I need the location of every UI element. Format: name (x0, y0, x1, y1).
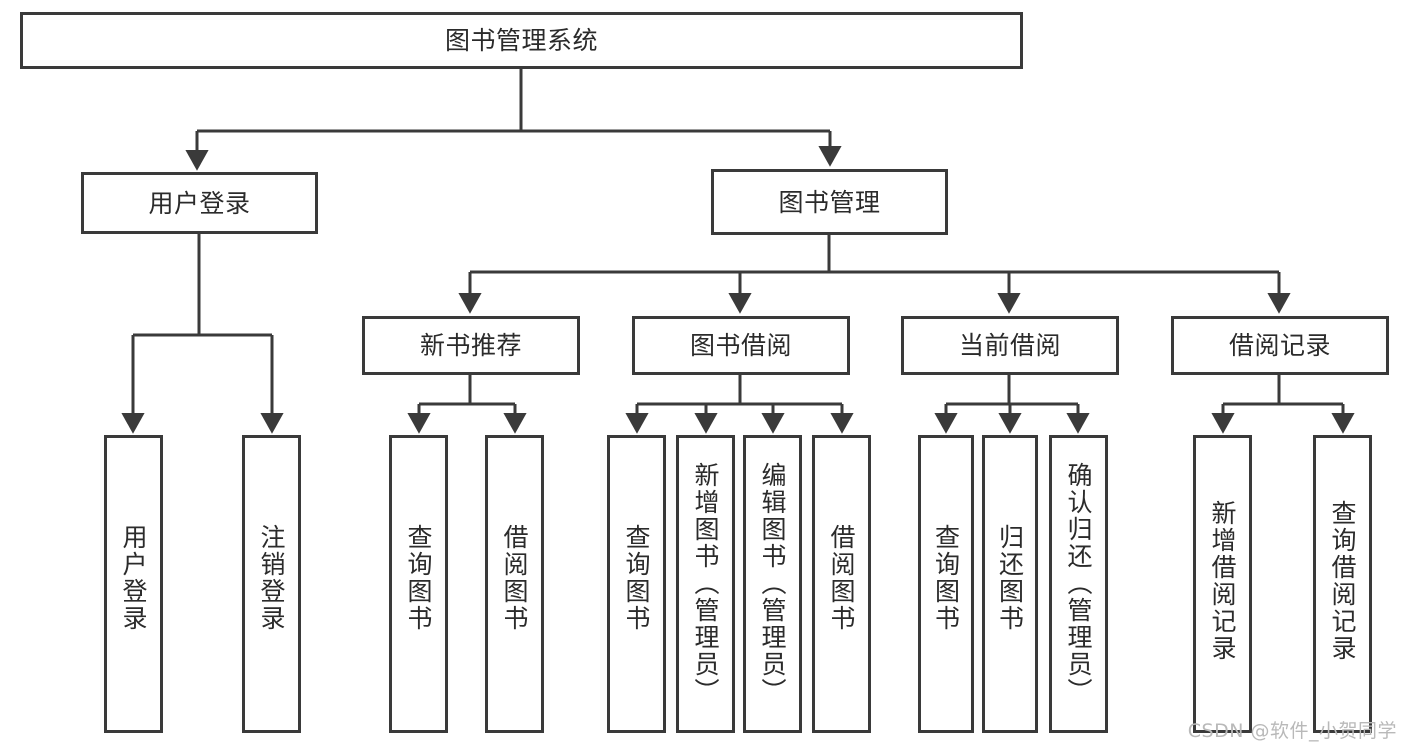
node-root[interactable]: 图书管理系统 (20, 12, 1023, 69)
node-leaf-query-record[interactable]: 查询借阅记录 (1313, 435, 1372, 733)
node-leaf-user-login-label: 用户登录 (119, 524, 148, 632)
node-leaf-add-book-label: 新增图书（管理员） (691, 462, 720, 705)
node-current-borrow-label: 当前借阅 (958, 331, 1061, 360)
node-leaf-edit-book[interactable]: 编辑图书（管理员） (743, 435, 802, 733)
node-book-borrow-label: 图书借阅 (689, 331, 792, 360)
node-leaf-query-record-label: 查询借阅记录 (1328, 500, 1357, 662)
node-leaf-query-book-3-label: 查询图书 (931, 524, 961, 632)
node-leaf-add-book[interactable]: 新增图书（管理员） (676, 435, 735, 733)
node-leaf-logout-label: 注销登录 (257, 524, 286, 632)
node-borrow-record[interactable]: 借阅记录 (1171, 316, 1389, 375)
node-leaf-confirm-return[interactable]: 确认归还（管理员） (1049, 435, 1108, 733)
node-leaf-query-book-2-label: 查询图书 (622, 524, 651, 632)
node-leaf-query-book-3[interactable]: 查询图书 (918, 435, 974, 733)
node-root-label: 图书管理系统 (444, 26, 598, 55)
node-leaf-query-book-2[interactable]: 查询图书 (607, 435, 666, 733)
node-leaf-user-login[interactable]: 用户登录 (104, 435, 163, 733)
node-borrow-record-label: 借阅记录 (1228, 331, 1331, 360)
node-leaf-borrow-book-2-label: 借阅图书 (827, 524, 856, 632)
node-leaf-confirm-return-label: 确认归还（管理员） (1064, 462, 1093, 705)
node-leaf-add-record[interactable]: 新增借阅记录 (1193, 435, 1252, 733)
node-book-management-label: 图书管理 (778, 187, 881, 217)
watermark-text: CSDN @软件_小贺同学 (1187, 720, 1397, 742)
node-leaf-edit-book-label: 编辑图书（管理员） (758, 462, 787, 705)
node-leaf-borrow-book-1[interactable]: 借阅图书 (485, 435, 544, 733)
node-new-book-recommend-label: 新书推荐 (419, 331, 522, 360)
node-leaf-add-record-label: 新增借阅记录 (1208, 500, 1237, 662)
node-leaf-borrow-book-2[interactable]: 借阅图书 (812, 435, 871, 733)
node-book-management[interactable]: 图书管理 (711, 169, 948, 235)
node-leaf-return-book-label: 归还图书 (995, 524, 1025, 632)
node-leaf-query-book-1-label: 查询图书 (404, 524, 433, 632)
node-book-borrow[interactable]: 图书借阅 (632, 316, 850, 375)
node-user-login-label: 用户登录 (148, 188, 251, 218)
node-leaf-logout[interactable]: 注销登录 (242, 435, 301, 733)
node-leaf-query-book-1[interactable]: 查询图书 (389, 435, 448, 733)
node-current-borrow[interactable]: 当前借阅 (901, 316, 1119, 375)
node-new-book-recommend[interactable]: 新书推荐 (362, 316, 580, 375)
node-leaf-borrow-book-1-label: 借阅图书 (500, 524, 529, 632)
node-leaf-return-book[interactable]: 归还图书 (982, 435, 1038, 733)
node-user-login[interactable]: 用户登录 (81, 172, 318, 234)
